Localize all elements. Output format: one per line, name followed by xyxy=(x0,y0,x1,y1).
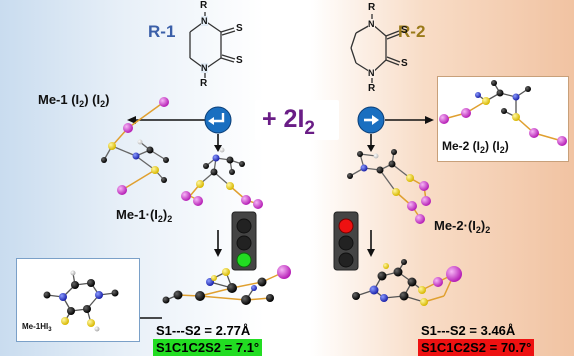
r2-substituent-bottom: R xyxy=(368,83,376,94)
me1-side-label: Me-1 (I2) (I2) xyxy=(38,92,110,109)
reagent-box: + 2I2 xyxy=(255,100,339,140)
me2-side-molecule xyxy=(439,80,567,146)
me1-adduct-label: Me-1·(I2)2 xyxy=(116,207,173,224)
r1-structure xyxy=(189,12,236,78)
r2-nitrogen-bottom: N xyxy=(368,68,375,78)
r2-sulfur-bottom: S xyxy=(401,58,408,69)
compound-label-r2: R-2 xyxy=(398,22,426,41)
r2-structure xyxy=(350,14,401,83)
me1hi3-label: Me-1HI3 xyxy=(22,322,52,333)
traffic-light-right xyxy=(333,211,359,271)
me1-adduct-molecule xyxy=(181,147,263,209)
me1-side-molecule xyxy=(101,97,169,195)
distance-right: S1---S2 = 3.46Å xyxy=(421,323,516,338)
me1hi3-molecule xyxy=(43,270,119,332)
me2-final-molecule xyxy=(352,259,462,306)
r2-nitrogen-top: N xyxy=(368,19,375,29)
r1-substituent-bottom: R xyxy=(200,78,208,89)
r2-sulfur-top: S xyxy=(401,25,408,36)
reagent-formula: + 2I2 xyxy=(262,105,315,139)
dihedral-left: S1C1C2S2 = 7.1° xyxy=(153,339,263,356)
distance-left: S1---S2 = 2.77Å xyxy=(156,323,251,338)
r1-substituent-top: R xyxy=(200,0,208,11)
me2-side-label: Me-2 (I2) (I2) xyxy=(442,139,509,155)
me2-adduct-molecule xyxy=(347,149,431,224)
traffic-light-left xyxy=(231,211,257,271)
r1-nitrogen-bottom: N xyxy=(201,63,208,73)
me1hi3-inset: Me-1HI3 xyxy=(16,258,140,342)
r2-substituent-top: R xyxy=(368,2,376,13)
me1-final-molecule xyxy=(162,265,291,305)
r1-sulfur-top: S xyxy=(236,23,243,34)
reaction-button-right xyxy=(357,106,385,134)
compound-label-r1: R-1 xyxy=(148,22,176,41)
dihedral-right: S1C1C2S2 = 70.7° xyxy=(418,339,535,356)
me2-side-box: Me-2 (I2) (I2) xyxy=(437,76,569,162)
r1-nitrogen-top: N xyxy=(201,16,208,26)
r1-sulfur-bottom: S xyxy=(236,55,243,66)
me2-adduct-label: Me-2·(I2)2 xyxy=(434,218,491,235)
reaction-button-left xyxy=(204,106,232,134)
